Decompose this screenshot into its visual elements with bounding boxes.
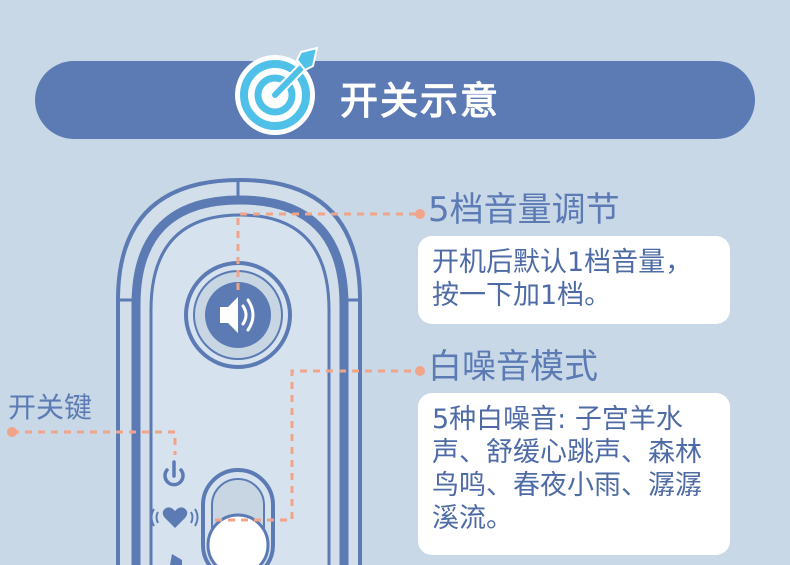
volume-heading: 5档音量调节 [428, 190, 620, 230]
white-noise-description-card: 5种白噪音: 子宫羊水声、舒缓心跳声、森林鸟鸣、春夜小雨、潺潺溪流。 [418, 393, 730, 555]
volume-description-card: 开机后默认1档音量，按一下加1档。 [418, 236, 730, 324]
power-icon[interactable] [163, 460, 185, 487]
target-icon [235, 46, 319, 135]
volume-description: 开机后默认1档音量，按一下加1档。 [432, 247, 693, 311]
white-noise-heading: 白噪音模式 [428, 347, 598, 387]
volume-button[interactable] [184, 261, 292, 369]
white-noise-description: 5种白噪音: 子宫羊水声、舒缓心跳声、森林鸟鸣、春夜小雨、潺潺溪流。 [432, 404, 702, 534]
bird-icon[interactable] [170, 554, 182, 565]
power-key-label: 开关键 [8, 391, 93, 424]
heartbeat-icon[interactable] [150, 507, 199, 528]
mode-slider[interactable] [201, 468, 275, 565]
page-title: 开关示意 [340, 79, 501, 123]
speaker-icon [220, 297, 255, 333]
title-banner [35, 61, 755, 139]
